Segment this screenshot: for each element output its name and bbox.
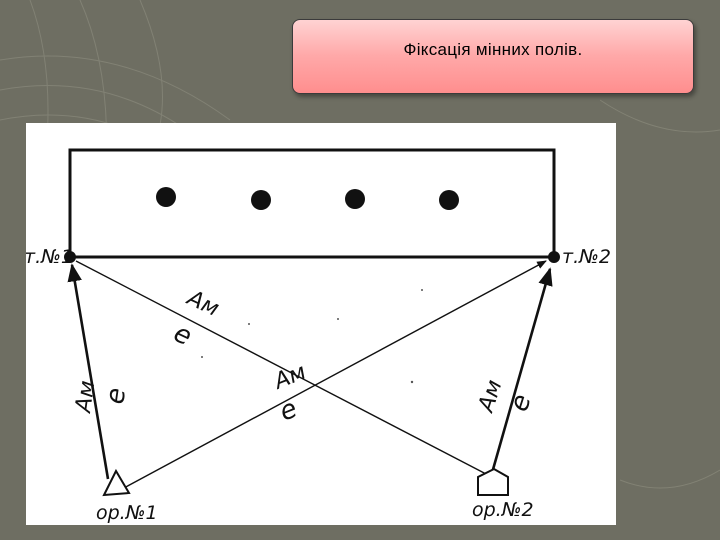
title-box: Фіксація мінних полів. (292, 19, 694, 94)
point-2-marker (548, 251, 560, 263)
slide-title: Фіксація мінних полів. (403, 39, 583, 59)
sight-line-st1-p2 (121, 260, 547, 490)
distance-label-left: е (100, 386, 132, 406)
point-2-label: т.№2 (562, 246, 611, 268)
scan-specks (201, 289, 423, 384)
minefield-diagram: т.№1 т.№2 ор.№1 ор.№2 Ам е Ам е Ам е Ам … (26, 123, 616, 525)
azimuth-label-upper: Ам (182, 285, 223, 322)
azimuth-label-right: Ам (473, 377, 507, 417)
station-2-marker (477, 467, 509, 496)
mine-marker (439, 190, 459, 210)
distance-label-upper: е (169, 318, 196, 352)
station-1-label: ор.№1 (96, 502, 158, 524)
point-1-marker (64, 251, 76, 263)
sight-line-st2-p2 (490, 267, 553, 474)
station-2-label: ор.№2 (472, 499, 534, 521)
azimuth-label-left: Ам (71, 379, 100, 416)
minefield-boundary (68, 148, 556, 259)
mine-marker (345, 189, 365, 209)
point-1-label: т.№1 (26, 246, 73, 268)
sight-line-p1-st2 (75, 260, 489, 476)
mine-marker (251, 190, 271, 210)
distance-label-center: е (275, 394, 301, 428)
mine-marker (156, 187, 176, 207)
station-1-marker (102, 468, 131, 497)
sight-line-st1-p1 (67, 263, 110, 480)
diagram-canvas: т.№1 т.№2 ор.№1 ор.№2 Ам е Ам е Ам е Ам … (26, 148, 611, 524)
